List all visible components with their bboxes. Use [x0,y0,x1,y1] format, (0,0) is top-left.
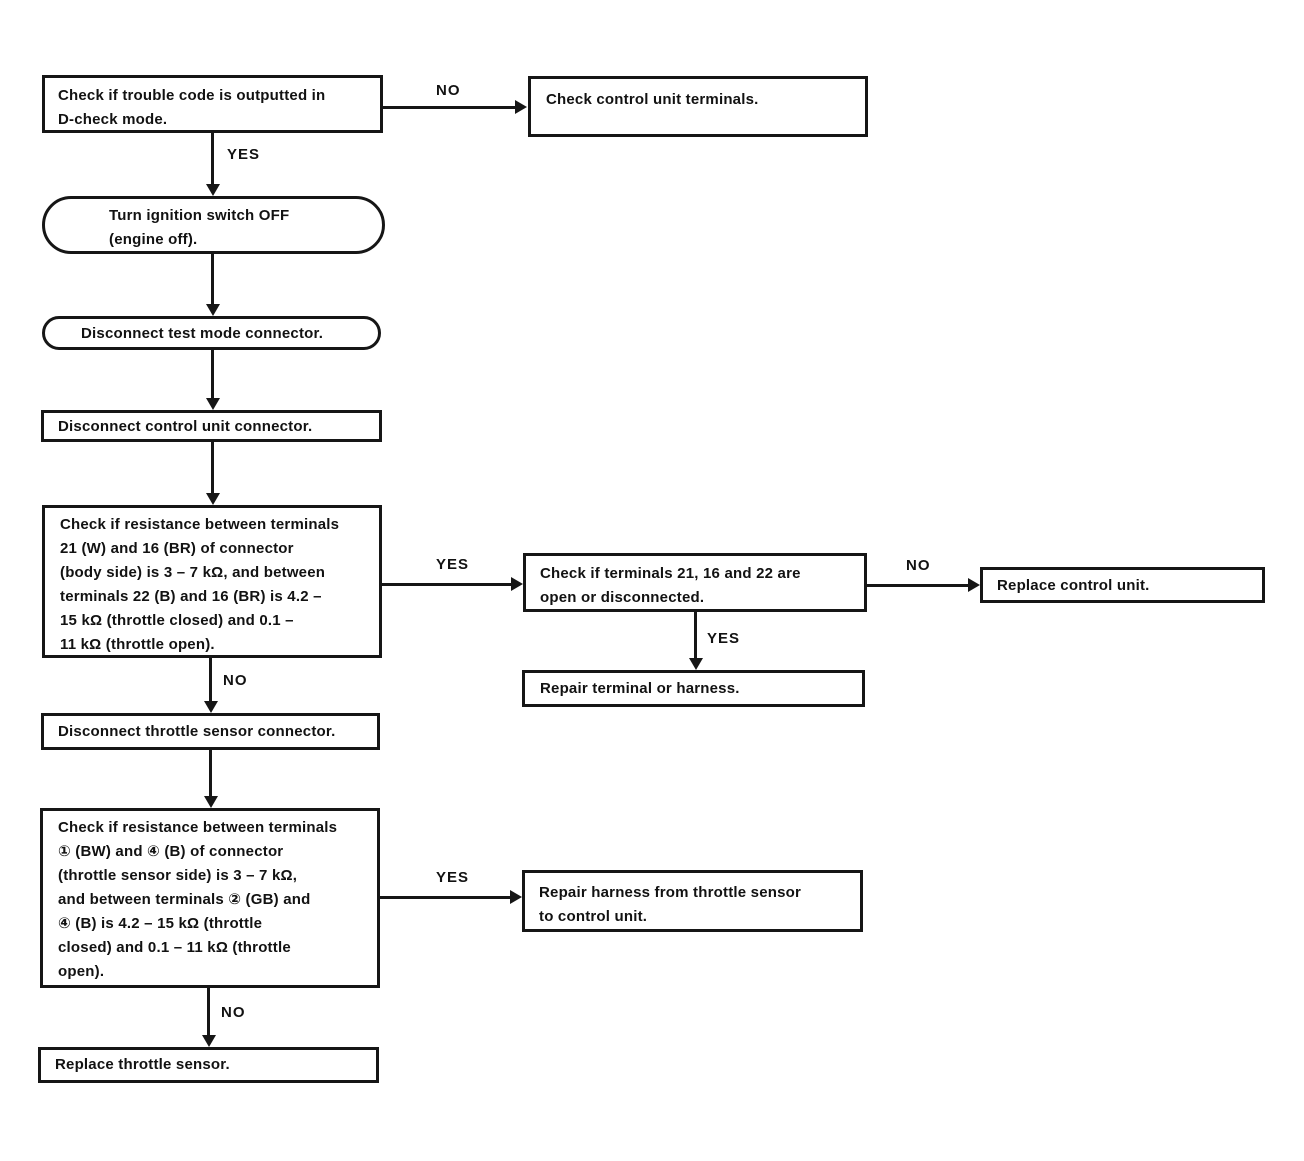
node-check-terminals-open-text: Check if terminals 21, 16 and 22 are ope… [540,565,801,606]
arrowhead-throttleconn-sensorcheck [204,796,218,808]
edge-line-throttleconn-sensorcheck [209,750,212,796]
arrowhead-bodycheck-no [204,701,218,713]
arrowhead-ignition-testmode [206,304,220,316]
node-turn-ignition-off: Turn ignition switch OFF (engine off). [42,196,385,254]
node-check-control-unit-terminals: Check control unit terminals. [528,76,868,137]
node-disconnect-throttle-sensor-connector-text: Disconnect throttle sensor connector. [58,723,336,740]
node-replace-throttle-sensor-text: Replace throttle sensor. [55,1056,230,1073]
arrowhead-sensorcheck-no [202,1035,216,1047]
edge-line-sensorcheck-no [207,988,210,1035]
edge-label-no-sensor-resistance: NO [221,1004,246,1021]
edge-line-ignition-testmode [211,254,214,305]
node-repair-terminal-or-harness: Repair terminal or harness. [522,670,865,707]
edge-line-trouble-code-no [383,106,517,109]
node-disconnect-control-unit-connector: Disconnect control unit connector. [41,410,382,442]
node-repair-harness-throttle-to-control-text: Repair harness from throttle sensor to c… [539,884,802,925]
node-check-resistance-sensor-side: Check if resistance between terminals ① … [40,808,380,988]
arrowhead-terminalsopen-yes [689,658,703,670]
edge-label-yes-trouble-code: YES [227,146,261,163]
edge-line-cuconnector-bodycheck [211,442,214,493]
arrowhead-trouble-code-yes [206,184,220,196]
node-check-resistance-sensor-side-text: Check if resistance between terminals ① … [58,819,338,980]
node-check-trouble-code: Check if trouble code is outputted in D-… [42,75,383,133]
node-disconnect-test-mode-connector: Disconnect test mode connector. [42,316,381,350]
node-replace-throttle-sensor: Replace throttle sensor. [38,1047,379,1083]
edge-label-yes-body-resistance: YES [436,556,470,573]
node-disconnect-throttle-sensor-connector: Disconnect throttle sensor connector. [41,713,380,750]
node-replace-control-unit: Replace control unit. [980,567,1265,603]
edge-line-terminalsopen-no [867,584,968,587]
edge-line-terminalsopen-yes [694,612,697,658]
arrowhead-testmode-cuconnector [206,398,220,410]
edge-line-bodycheck-no [209,658,212,701]
edge-line-testmode-cuconnector [211,350,214,398]
node-disconnect-control-unit-connector-text: Disconnect control unit connector. [58,418,313,435]
edge-line-sensorcheck-yes [380,896,510,899]
arrowhead-cuconnector-bodycheck [206,493,220,505]
node-repair-harness-throttle-to-control: Repair harness from throttle sensor to c… [522,870,863,932]
node-disconnect-test-mode-connector-text: Disconnect test mode connector. [81,325,324,342]
edge-label-no-terminals-open: NO [906,557,931,574]
edge-label-yes-sensor-resistance: YES [436,869,470,886]
node-check-control-unit-terminals-text: Check control unit terminals. [546,91,759,108]
node-replace-control-unit-text: Replace control unit. [997,577,1150,594]
node-check-resistance-body-side-text: Check if resistance between terminals 21… [60,516,340,653]
node-check-resistance-body-side: Check if resistance between terminals 21… [42,505,382,658]
node-turn-ignition-off-text: Turn ignition switch OFF (engine off). [109,207,290,248]
arrowhead-terminalsopen-no [968,578,980,592]
node-check-terminals-open: Check if terminals 21, 16 and 22 are ope… [523,553,867,612]
edge-label-no-body-resistance: NO [223,672,248,689]
arrowhead-bodycheck-yes [511,577,523,591]
edge-label-no-trouble-code: NO [436,82,461,99]
arrowhead-sensorcheck-yes [510,890,522,904]
arrowhead-trouble-code-no [515,100,527,114]
edge-line-bodycheck-yes [382,583,511,586]
node-check-trouble-code-text: Check if trouble code is outputted in D-… [58,87,326,128]
edge-line-trouble-code-yes [211,132,214,185]
node-repair-terminal-or-harness-text: Repair terminal or harness. [540,680,740,697]
edge-label-yes-terminals-open: YES [707,630,741,647]
